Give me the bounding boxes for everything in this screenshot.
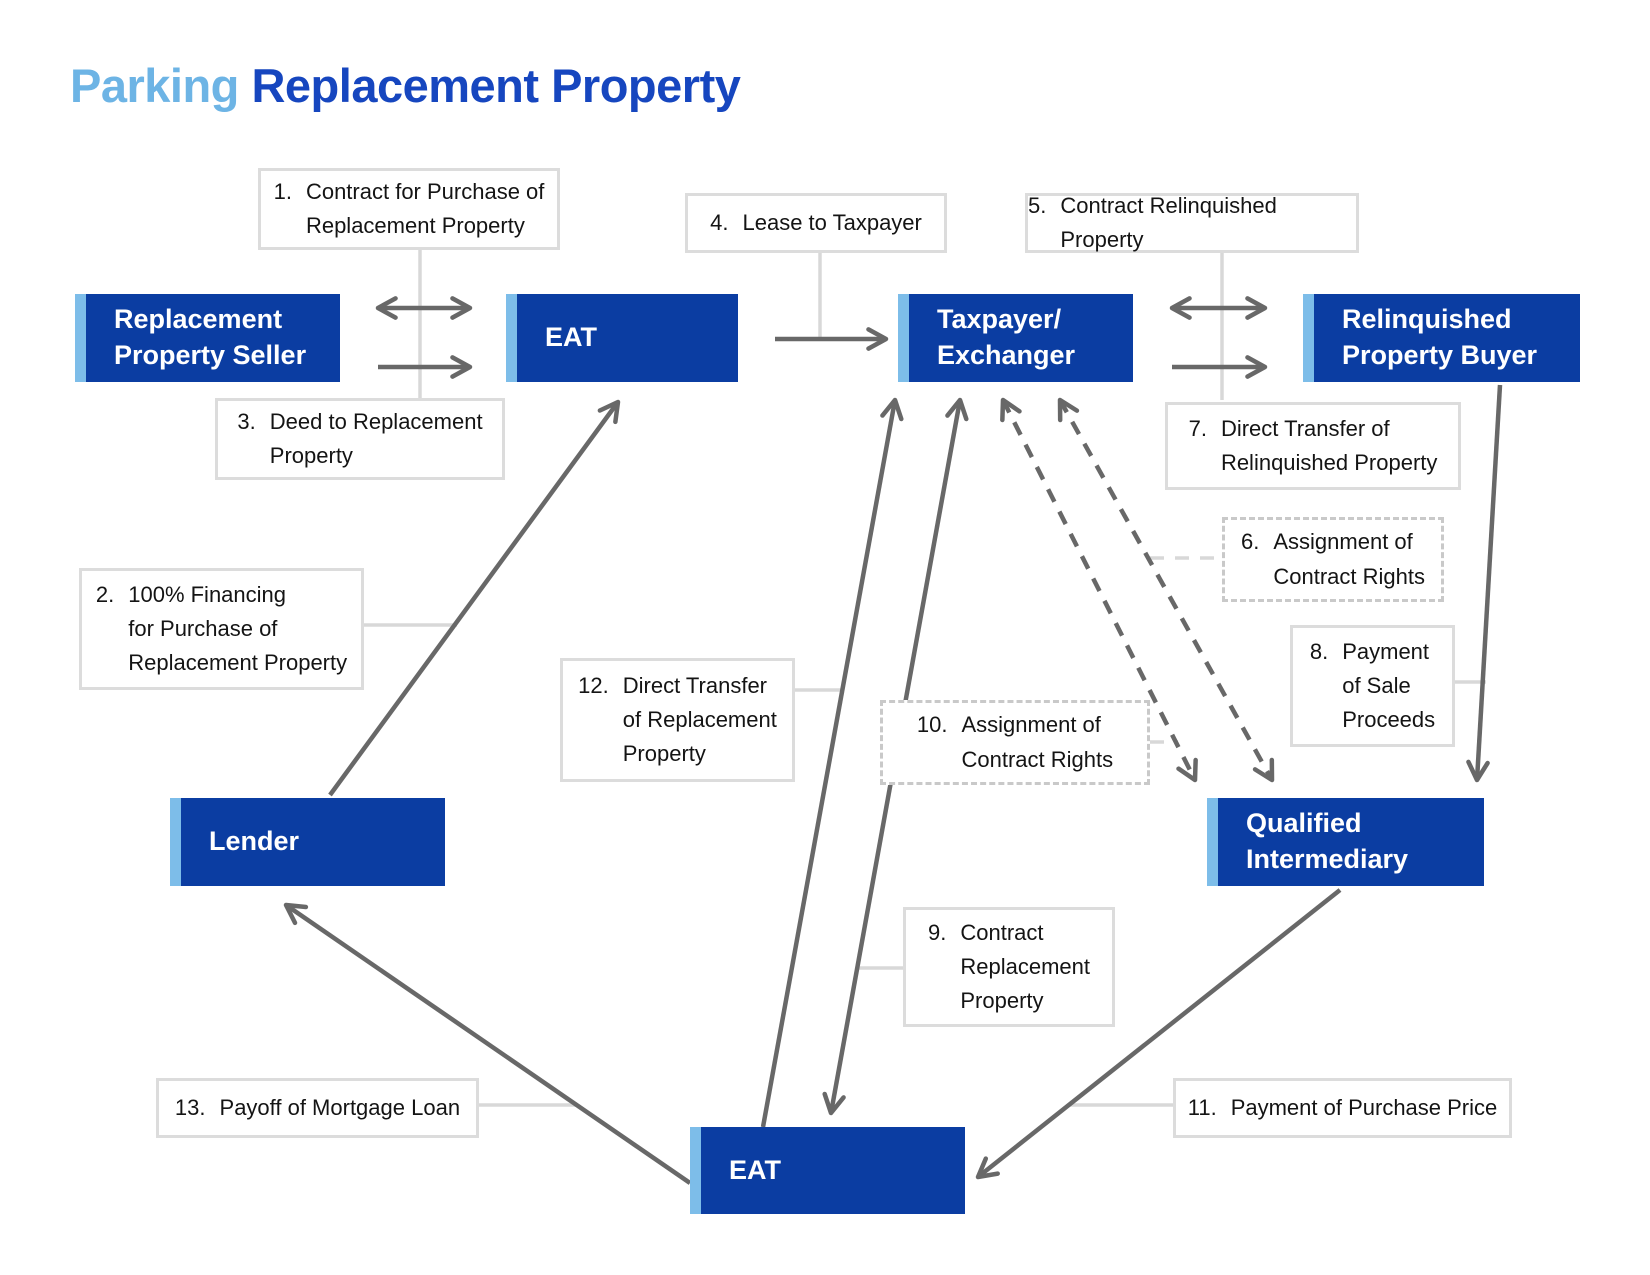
step-7-number: 7. (1188, 415, 1207, 441)
arrow-8-sale-proceeds (1474, 384, 1503, 781)
arrow-10-assignment-start-head (1000, 397, 1022, 423)
arrow-7-direct-transfer-head (1245, 355, 1268, 379)
step-1-text: Contract for Purchase of Replacement Pro… (305, 178, 545, 238)
step-9-number: 9. (928, 919, 947, 945)
step-4-label: 4. Lease to Taxpayer (685, 193, 947, 253)
step-8-number: 8. (1309, 638, 1329, 664)
step-7-label: 7. Direct Transfer of Relinquished Proper… (1165, 402, 1461, 490)
step-12-number: 12. (578, 672, 609, 698)
arrow-4-lease-head (866, 327, 889, 351)
arrow-6-assignment-head (1252, 757, 1275, 783)
entity-replacement-property-seller: Replacement Property Seller (75, 294, 340, 382)
step-13-number: 13. (174, 1094, 206, 1120)
step-5-label: 5. Contract Relinquished Property (1025, 193, 1359, 253)
arrow-10-assignment (1000, 398, 1198, 782)
arrow-9-contract-replacement-head (945, 397, 969, 422)
step-3-number: 3. (237, 408, 256, 434)
arrow-11-purchase-price (976, 888, 1342, 1179)
entity-eat-top: EAT (506, 294, 738, 382)
step-6-number: 6. (1241, 529, 1260, 555)
step-6-text: Assignment of Contract Rights (1273, 529, 1425, 589)
step-11-label: 11. Payment of Purchase Price (1173, 1078, 1512, 1138)
step-2-text: 100% Financing for Purchase of Replaceme… (128, 581, 348, 676)
entity-eat-bottom: EAT (690, 1127, 965, 1214)
step-9-text: Contract Replacement Property (960, 919, 1090, 1014)
step-5-text: Contract Relinquished Property (1060, 192, 1277, 252)
step-3-text: Deed to Replacement Property (269, 408, 483, 468)
step-11-text: Payment of Purchase Price (1230, 1094, 1498, 1120)
step-10-label: 10. Assignment of Contract Rights (880, 700, 1150, 785)
step-8-label: 8. Payment of Sale Proceeds (1290, 625, 1455, 747)
step-13-text: Payoff of Mortgage Loan (219, 1094, 461, 1120)
step-6-label: 6. Assignment of Contract Rights (1222, 517, 1444, 602)
arrow-2-financing-head (597, 399, 621, 425)
arrow-8-sale-proceeds-head (1466, 759, 1490, 783)
step-12-label: 12. Direct Transfer of Replacement Proper… (560, 658, 795, 782)
entity-taxpayer-exchanger: Taxpayer/ Exchanger (898, 294, 1133, 382)
page-title: Parking Replacement Property (70, 58, 741, 113)
step-7-text: Direct Transfer of Relinquished Property (1220, 415, 1438, 475)
arrow-10-assignment-head (1176, 757, 1198, 783)
step-4-number: 4. (710, 209, 729, 235)
title-rest: Replacement Property (238, 59, 741, 112)
arrow-6-assignment-start-head (1057, 397, 1080, 423)
arrow-3-deed-head (450, 355, 473, 379)
entity-lender: Lender (170, 798, 445, 886)
title-highlight: Parking (70, 59, 239, 112)
step-13-label: 13. Payoff of Mortgage Loan (156, 1078, 479, 1138)
step-5-number: 5. (1028, 192, 1047, 218)
arrow-13-mortgage-payoff-head (283, 902, 309, 926)
arrow-5-contract-relinquished-start-head (1169, 296, 1192, 320)
entity-qualified-intermediary: Qualified Intermediary (1207, 798, 1484, 886)
step-11-number: 11. (1187, 1094, 1217, 1120)
arrow-13-mortgage-payoff (284, 903, 692, 1185)
entity-relinquished-property-buyer: Relinquished Property Buyer (1303, 294, 1580, 382)
arrow-2-financing (328, 400, 620, 797)
arrow-12-direct-transfer (760, 399, 898, 1128)
arrow-12-direct-transfer-head (880, 397, 904, 422)
arrow-5-contract-relinquished-head (1245, 296, 1268, 320)
step-4-text: Lease to Taxpayer (742, 209, 922, 235)
arrow-1-contract-purchase-start-head (375, 296, 398, 320)
step-2-label: 2. 100% Financing for Purchase of Replace… (79, 568, 364, 690)
step-2-number: 2. (95, 581, 115, 607)
step-1-label: 1. Contract for Purchase of Replacement P… (258, 168, 560, 250)
step-9-label: 9. Contract Replacement Property (903, 907, 1115, 1027)
arrow-6-assignment (1058, 398, 1274, 782)
step-1-number: 1. (273, 178, 292, 204)
step-10-text: Assignment of Contract Rights (961, 712, 1114, 772)
arrow-11-purchase-price-head (975, 1156, 1000, 1180)
step-3-label: 3. Deed to Replacement Property (215, 398, 505, 480)
step-8-text: Payment of Sale Proceeds (1342, 638, 1436, 733)
arrow-9-contract-replacement-start-head (822, 1091, 846, 1116)
arrow-1-contract-purchase-head (450, 296, 473, 320)
step-10-number: 10. (916, 712, 948, 738)
step-12-text: Direct Transfer of Replacement Property (622, 672, 777, 767)
